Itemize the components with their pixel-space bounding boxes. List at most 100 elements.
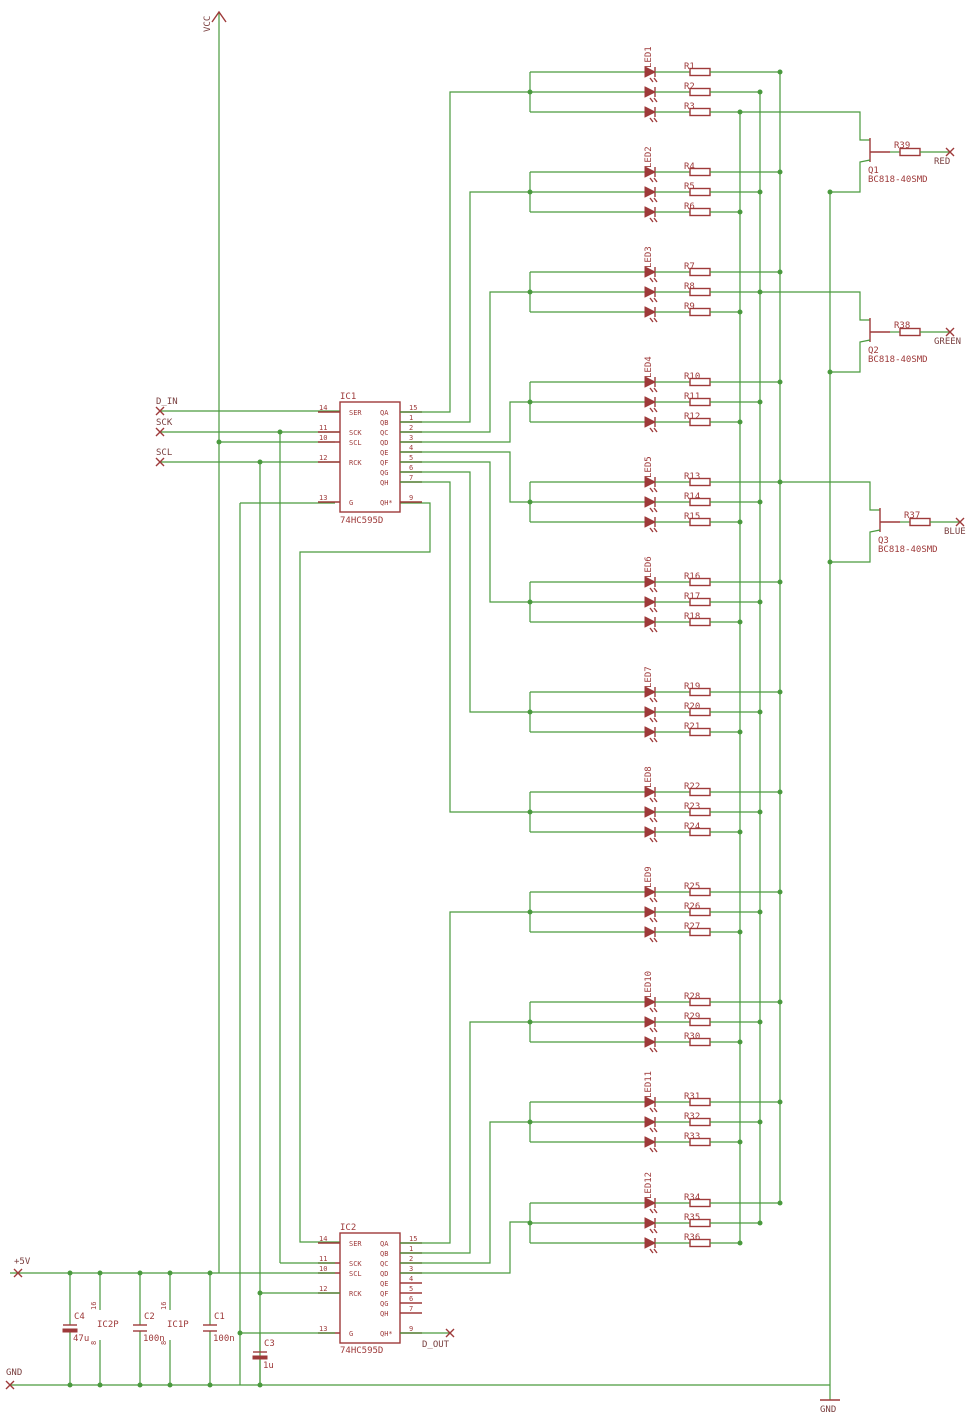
ic2-pin-num-right: 3 (409, 1265, 413, 1273)
resistor-label: R10 (684, 372, 700, 382)
led-diode (644, 476, 657, 488)
junction (67, 1382, 73, 1388)
ic1-pin-num-right: 4 (409, 444, 413, 452)
ic1-pin-num-left: 13 (319, 494, 327, 502)
ic2-pin-num-left: 11 (319, 1255, 327, 1263)
ic1-pin-name-right: QA (380, 409, 389, 417)
sck-label: SCK (156, 418, 173, 428)
ic2-pin-name-left: RCK (349, 1290, 362, 1298)
led-diode (644, 286, 657, 298)
junction (207, 1270, 213, 1276)
ic1-pin-name-right: QH (380, 479, 388, 487)
led-label: LED11 (644, 1071, 654, 1098)
ic1-pin-num-right: 15 (409, 404, 417, 412)
led-label: LED9 (644, 866, 654, 888)
junction (167, 1270, 173, 1276)
emitter-wire (830, 159, 871, 193)
resistor-label: R9 (684, 302, 695, 312)
ic2-output-nets (400, 911, 530, 1274)
led-diode (644, 416, 657, 428)
transistor-name: Q3 (878, 536, 889, 546)
led-emission-arrows (649, 527, 658, 533)
led-label: LED2 (644, 146, 654, 168)
resistor-label: R3 (684, 102, 695, 112)
led-emission-arrows (649, 1127, 658, 1133)
led-diode (644, 616, 657, 628)
resistor-label: R17 (684, 592, 700, 602)
cap-name: C4 (74, 1312, 85, 1322)
ic2-pin-name-right: QF (380, 1290, 388, 1298)
resistor-label: R35 (684, 1213, 700, 1223)
led-label: LED8 (644, 766, 654, 788)
led-emission-arrows (649, 197, 658, 203)
ic1-pin-num-left: 12 (319, 454, 327, 462)
ic1-pin-num-right: 2 (409, 424, 413, 432)
resistor-label: R27 (684, 922, 700, 932)
ic1-pin-num-right: 1 (409, 414, 413, 422)
led-diode (644, 376, 657, 388)
resistor-label: R8 (684, 282, 695, 292)
led-emission-arrows (649, 897, 658, 903)
ic1-pins: 14SER11SCK10SCL12RCK13GQA15QB1QC2QD3QE4Q… (318, 404, 422, 507)
junction (67, 1270, 73, 1276)
resistor-label: R23 (684, 802, 700, 812)
led-diode (644, 576, 657, 588)
gnd-label: GND (6, 1368, 22, 1378)
net-label: RED (934, 157, 950, 167)
resistor-label: R4 (684, 162, 695, 172)
led-emission-arrows (649, 487, 658, 493)
gnd-symbol-label: GND (820, 1405, 836, 1415)
junction (97, 1270, 103, 1276)
led-diode (644, 1136, 657, 1148)
ic2-value: 74HC595D (340, 1346, 383, 1356)
ic1-pin-name-left: SCL (349, 439, 362, 447)
power-pin-bottom: 8 (90, 1341, 98, 1345)
ic2-pin-name-left: SCK (349, 1260, 362, 1268)
led-emission-arrows (649, 217, 658, 223)
led-emission-arrows (649, 587, 658, 593)
led-emission-arrows (649, 277, 658, 283)
ic1-pin-num-right: 6 (409, 464, 413, 472)
ic2-pin-num-left: 14 (319, 1235, 327, 1243)
ic2-pin-num-right: 2 (409, 1255, 413, 1263)
resistor-label: R36 (684, 1233, 700, 1243)
ic2-pin-name-right: QB (380, 1250, 388, 1258)
ic1-pin-name-right: QG (380, 469, 388, 477)
ic1-output-nets (400, 91, 530, 813)
led-diode (644, 496, 657, 508)
led-emission-arrows (649, 837, 658, 843)
resistor-label: R20 (684, 702, 700, 712)
resistor-label: R19 (684, 682, 700, 692)
d-out-label: D_OUT (422, 1340, 450, 1350)
led-diode (644, 706, 657, 718)
led-emission-arrows (649, 937, 658, 943)
cap-value: 1u (263, 1361, 274, 1371)
resistor-label: R29 (684, 1012, 700, 1022)
ic2-pin-num-left: 10 (319, 1265, 327, 1273)
led-emission-arrows (649, 407, 658, 413)
ic1-pin-name-left: G (349, 499, 353, 507)
led-diode (644, 186, 657, 198)
led-emission-arrows (649, 817, 658, 823)
led-emission-arrows (649, 627, 658, 633)
ic2-pin-num-right: 5 (409, 1285, 413, 1293)
led-emission-arrows (649, 317, 658, 323)
resistor-label: R34 (684, 1193, 700, 1203)
led-label: LED6 (644, 556, 654, 578)
base-wire (780, 481, 880, 511)
led-emission-arrows (649, 737, 658, 743)
ic2-pin-num-right: 9 (409, 1325, 413, 1333)
resistor-label: R32 (684, 1112, 700, 1122)
ic2-pin-name-right: QA (380, 1240, 389, 1248)
ic1-pin-name-right: QH* (380, 499, 393, 507)
junction (167, 1382, 173, 1388)
power-pin-top: 16 (90, 1302, 98, 1310)
led-diode (644, 86, 657, 98)
ic2-pin-num-left: 13 (319, 1325, 327, 1333)
